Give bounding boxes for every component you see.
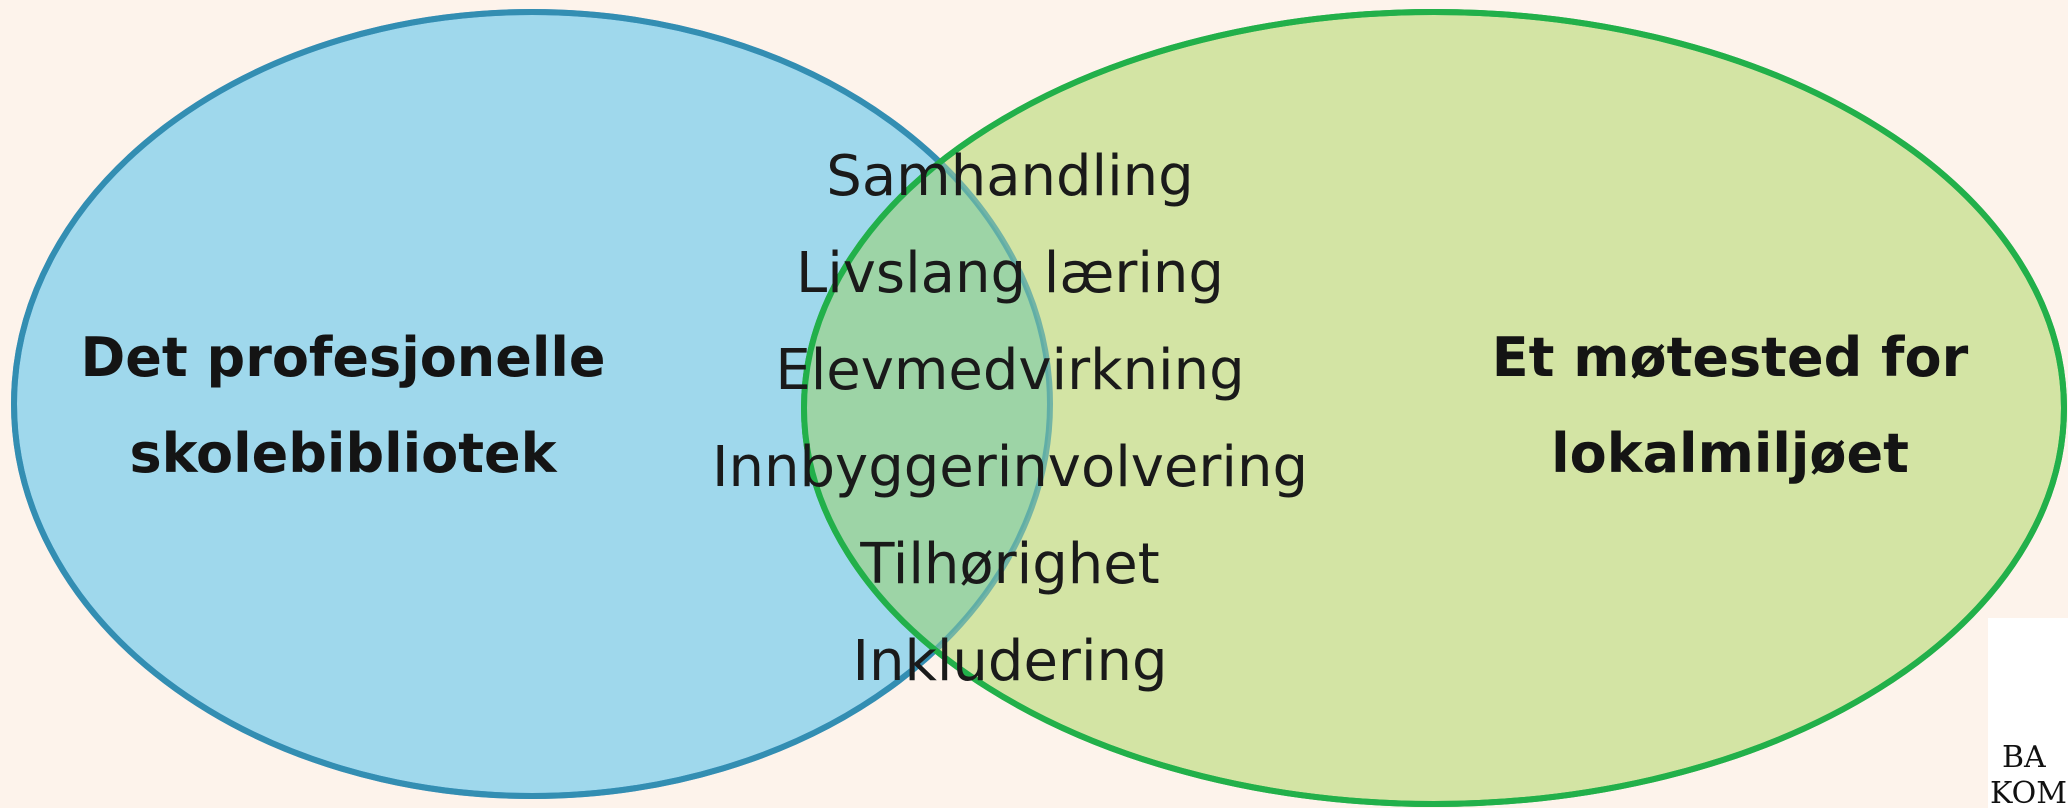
- overlap-item: Inkludering: [852, 629, 1168, 694]
- right-label-line-1: Et møtested for: [1491, 326, 1969, 389]
- corner-text-line-2: KOM: [1990, 776, 2067, 808]
- left-label-line-1: Det profesjonelle: [80, 326, 606, 389]
- overlap-item: Livslang læring: [796, 241, 1224, 306]
- corner-text: BA KOM: [1990, 740, 2067, 808]
- overlap-item: Innbyggerinvolvering: [712, 435, 1308, 500]
- left-ellipse-outline-inner: [11, 9, 1053, 799]
- right-ellipse-outline: [801, 9, 2067, 807]
- corner-text-line-1: BA: [2002, 740, 2046, 775]
- right-circle-label: Et møtested for lokalmiljøet: [1440, 310, 2020, 502]
- overlap-item: Tilhørighet: [860, 532, 1160, 597]
- corner-overlay: BA KOM: [1988, 618, 2068, 808]
- right-label-line-2: lokalmiljøet: [1551, 422, 1909, 485]
- left-circle-label: Det profesjonelle skolebibliotek: [48, 310, 638, 502]
- overlap-item-list: Samhandling Livslang læring Elevmedvirkn…: [640, 128, 1380, 710]
- overlap-item: Samhandling: [826, 144, 1194, 209]
- left-label-line-2: skolebibliotek: [129, 422, 557, 485]
- overlap-item: Elevmedvirkning: [775, 338, 1245, 403]
